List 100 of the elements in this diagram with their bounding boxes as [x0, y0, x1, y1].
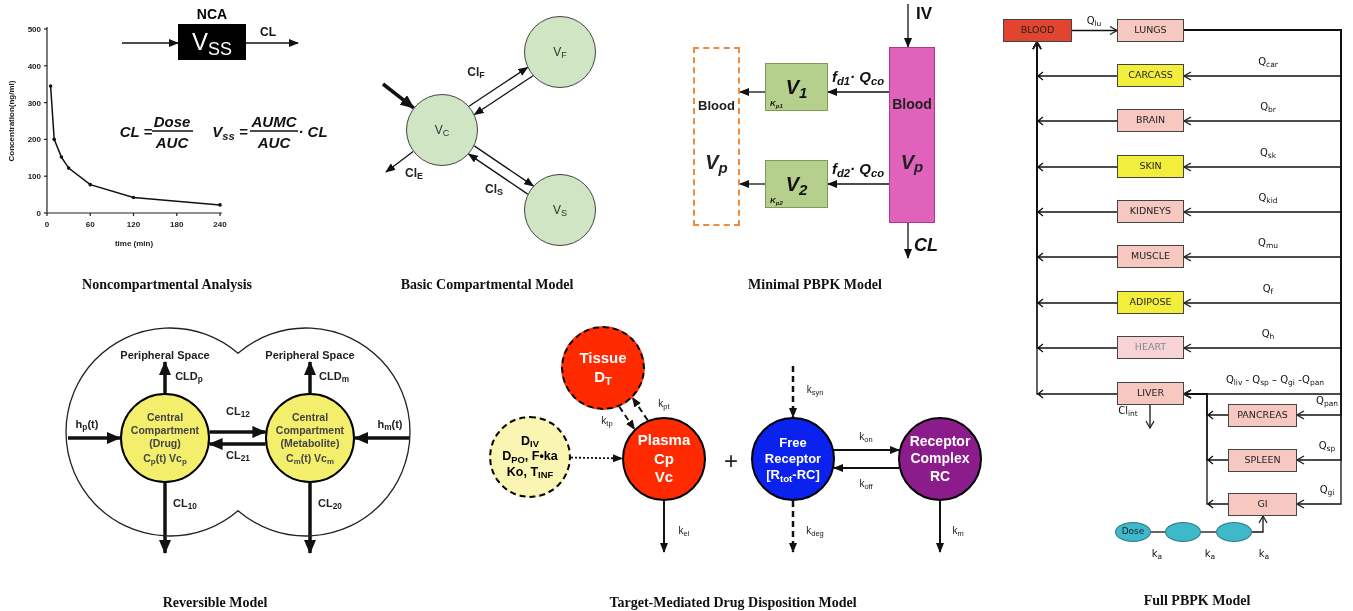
arrow — [473, 145, 535, 187]
arrow — [1251, 515, 1268, 533]
arrow — [209, 426, 267, 438]
organ-box — [1228, 449, 1297, 472]
compartment-label: Blood — [698, 96, 735, 115]
tick-label: 60 — [85, 220, 95, 229]
absorption-ellipse — [1216, 522, 1252, 542]
compartment-label: Central Compartment (Metabolite) — [274, 410, 346, 451]
organ-label: LIVER — [1136, 386, 1165, 401]
edge-label: Q$_{pan}$ — [1316, 396, 1338, 406]
edge-label: Q$_{h}$ — [1261, 329, 1275, 339]
panel-caption: Minimal PBPK Model — [748, 278, 882, 292]
organ-box — [1117, 64, 1184, 87]
arrow — [789, 366, 797, 418]
organ-label: CARCASS — [1128, 68, 1173, 83]
organ-label: MUSCLE — [1130, 249, 1171, 264]
tick-label: 200 — [27, 135, 41, 145]
compartment-label: Central Compartment (Drug) — [129, 410, 201, 451]
edge-label: f$_{d1}$· Q$_{co}$ — [831, 68, 885, 84]
tick-label: 180 — [170, 220, 184, 229]
organ-label: BLOOD — [1020, 23, 1055, 38]
arrow — [739, 88, 766, 96]
organ-box — [1117, 200, 1184, 223]
edge-label: Q$_{gi}$ — [1319, 485, 1335, 495]
organ-label: HEART — [1134, 340, 1167, 355]
volume-symbol: V$_{1}$ — [785, 75, 808, 102]
compartment-label: RC — [929, 467, 951, 486]
axis-title: Concentration(ng/ml) — [7, 80, 16, 162]
tissue-box — [765, 160, 828, 208]
organ-box — [1117, 109, 1184, 132]
arrow — [1071, 25, 1118, 36]
edge-label: f$_{d2}$· Q$_{co}$ — [831, 160, 885, 176]
edge-label: k$_{on}$ — [859, 432, 873, 442]
concentration-label: C$_{m}$(t) Vc$_{m}$ — [286, 452, 334, 466]
blood-box — [889, 47, 935, 223]
edge-label: Q$_{kid}$ — [1258, 193, 1278, 203]
panel-caption: Reversible Model — [162, 596, 268, 610]
tick-label: 0 — [44, 220, 50, 229]
concentration-label: C$_{p}$(t) Vc$_{p}$ — [143, 452, 187, 466]
arrow — [904, 222, 912, 259]
organ-box — [1117, 382, 1184, 405]
formula-term: V$_{ss}$ = — [212, 123, 248, 139]
organ-label: PANCREAS — [1237, 408, 1288, 423]
edge-label: k$_{a}$ — [1204, 549, 1216, 559]
formula-term: CL = — [119, 123, 153, 139]
volume-symbol: V$_{2}$ — [785, 172, 808, 199]
edge-label: k$_{off}$ — [859, 479, 873, 489]
region-label: Peripheral Space — [255, 348, 365, 362]
edge-label: Q$_{sk}$ — [1259, 148, 1277, 158]
region-label: Peripheral Space — [110, 348, 220, 362]
arrow — [208, 438, 266, 450]
tissue-box — [765, 63, 828, 111]
compartment-outline — [693, 47, 740, 226]
volume-symbol: V$_{p}$ — [900, 149, 924, 177]
compartment-label: V$_{S}$ — [553, 202, 567, 219]
edge-label: k$_{a}$ — [1258, 549, 1270, 559]
compartment-label: Cp — [654, 449, 674, 469]
arrow — [245, 39, 299, 47]
dose-label: D$_{IV}$ — [521, 433, 539, 450]
tick-label: 300 — [27, 98, 41, 108]
organ-box — [1117, 291, 1184, 314]
compartment-label: Vc — [654, 468, 674, 488]
organ-label: SPLEEN — [1244, 453, 1281, 468]
edge-label: CL$_{20}$ — [318, 497, 342, 509]
tick-label: 100 — [27, 172, 41, 182]
volume-symbol: V$_{p}$ — [705, 150, 728, 178]
edge-label: k$_{pt}$ — [658, 399, 670, 409]
arrow — [618, 405, 636, 431]
compartment-label: V$_{C}$ — [434, 122, 450, 139]
arrow — [468, 66, 529, 107]
organ-label: BRAIN — [1135, 113, 1166, 128]
dose-label: Ko, T$_{INF}$ — [506, 464, 554, 481]
arrow — [121, 39, 179, 47]
edge-label: Q$_{mu}$ — [1258, 238, 1278, 248]
edge-label: Cl$_{S}$ — [485, 183, 503, 195]
formula-term: AUMC — [251, 113, 297, 129]
dose-label: Dose — [1121, 525, 1145, 539]
organ-label: KIDNEYS — [1129, 204, 1172, 219]
formula-term: AUC — [155, 134, 189, 150]
organ-box — [1228, 404, 1297, 427]
edge-label: k$_{a}$ — [1151, 549, 1163, 559]
organ-box — [1003, 19, 1072, 42]
arrow — [159, 361, 171, 393]
edge-label: CL — [260, 26, 276, 38]
edge-label: Q$_{liv}$ - Q$_{sp}$ – Q$_{gi}$ -Q$_{pan}$ — [1225, 375, 1325, 385]
edge-label: Q$_{car}$ — [1258, 57, 1278, 67]
edge-label: k$_{syn}$ — [806, 385, 824, 395]
compartment-label: Blood — [892, 94, 932, 114]
compartment-label: [R$_{tot}$-RC] — [766, 467, 820, 484]
edge-label: Q$_{lu}$ — [1086, 16, 1102, 26]
compartment-label: Receptor Complex — [908, 432, 972, 468]
arrow — [381, 82, 415, 110]
volume-symbol: V$_{SS}$ — [192, 27, 232, 60]
arrow — [827, 180, 890, 188]
connector-line — [1150, 531, 1166, 533]
tick-label: 0 — [36, 209, 41, 218]
edge-label: CL$_{12}$ — [226, 405, 250, 417]
edge-label: CL$_{10}$ — [173, 497, 197, 509]
dose-label: D$_{PO}$, F•ka — [502, 449, 558, 465]
edge-label: Cl$_{F}$ — [467, 66, 485, 78]
